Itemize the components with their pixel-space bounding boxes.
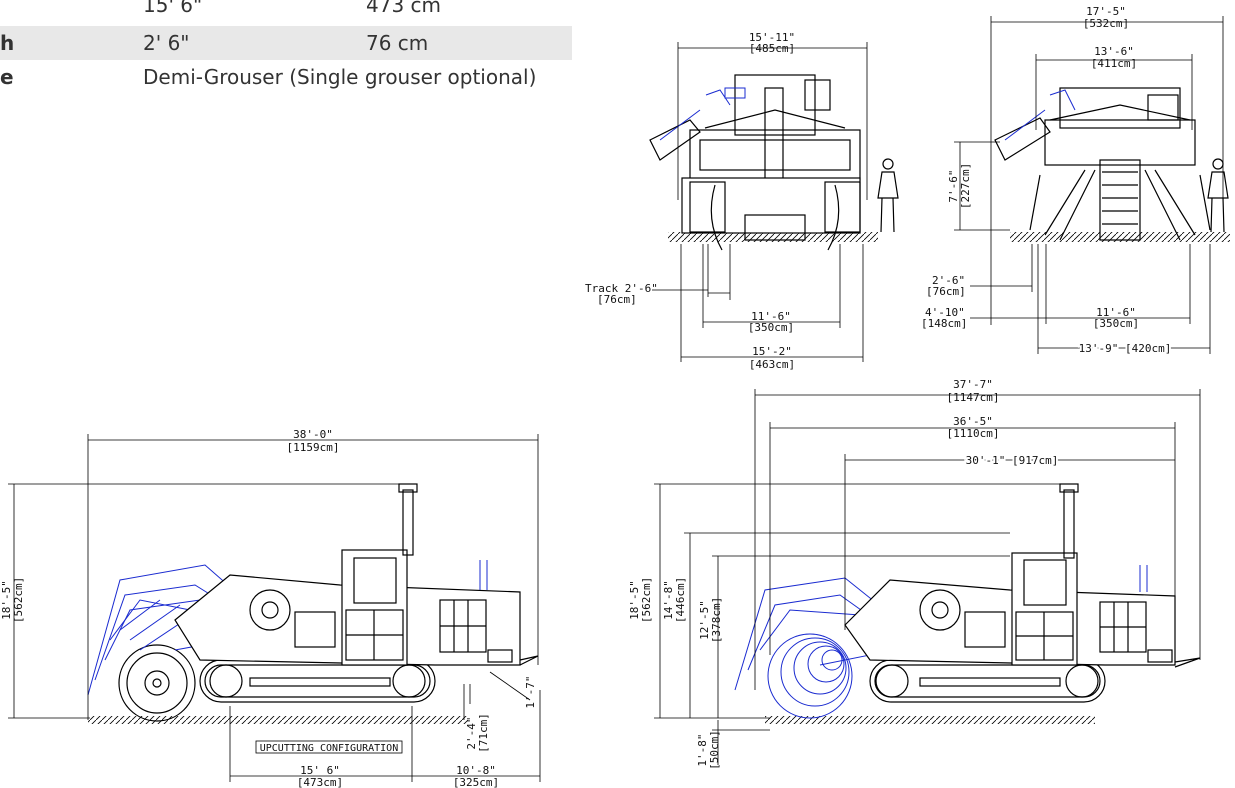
dim-length-metric: [1159cm] bbox=[287, 441, 340, 454]
ground-hatch bbox=[88, 716, 468, 724]
dim-height: 7'-6" bbox=[947, 169, 960, 202]
dim-height-metric: [227cm] bbox=[959, 163, 972, 209]
spec-row-track-length: 15' 6" 473 cm bbox=[0, 0, 572, 22]
config-label: UPCUTTING CONFIGURATION bbox=[260, 743, 398, 754]
dim-height-b-metric: [446cm] bbox=[674, 577, 687, 623]
spec-label: e bbox=[0, 65, 14, 89]
dim-clearance: 2'-4" bbox=[465, 716, 478, 749]
dim-offset: 4'-10" bbox=[925, 306, 965, 319]
dim-height-c: 12'-5" bbox=[698, 600, 711, 640]
machine-body bbox=[1044, 119, 1196, 166]
dim-height-a: 18'-5" bbox=[628, 580, 641, 620]
front-view-2: 17'-5" [532cm] 13'-6" [411cm] 7'-6" [227… bbox=[921, 5, 1230, 357]
track bbox=[199, 659, 436, 703]
dim-height-c-metric: [378cm] bbox=[710, 597, 723, 643]
dim-depth: 1'-8" bbox=[696, 733, 709, 766]
dim-length-b: 36'-5" bbox=[953, 415, 993, 428]
person-icon bbox=[1207, 158, 1229, 233]
dim-track: 2'-6" bbox=[932, 274, 965, 287]
track bbox=[869, 659, 1106, 703]
dim-upper-width: 13'-6" bbox=[1094, 45, 1134, 58]
dim-overall-width-metric: [532cm] bbox=[1083, 17, 1129, 30]
spec-row-track-type: e Demi-Grouser (Single grouser optional) bbox=[0, 60, 572, 94]
dim-track-length: 15' 6" bbox=[300, 764, 340, 777]
dim-track-metric: [76cm] bbox=[597, 293, 637, 306]
spec-imperial: 15' 6" bbox=[143, 0, 203, 17]
exhaust-stack bbox=[1063, 489, 1075, 559]
machine-body bbox=[844, 579, 1176, 666]
spec-label: h bbox=[0, 31, 15, 55]
dim-length: 38'-0" bbox=[293, 428, 333, 441]
dim-length-a: 37'-7" bbox=[953, 378, 993, 391]
ground-hatch bbox=[765, 716, 1095, 724]
side-view-1: UPCUTTING CONFIGURATION 38'-0" [1159cm] … bbox=[0, 428, 541, 788]
dim-length-b-metric: [1110cm] bbox=[947, 427, 1000, 440]
dim-height-b: 14'-8" bbox=[662, 580, 675, 620]
dim-rear: 10'-8" bbox=[456, 764, 496, 777]
dim-track: Track 2'-6" bbox=[585, 282, 658, 295]
dim-height-metric: [562cm] bbox=[12, 577, 25, 623]
dim-offset-metric: [148cm] bbox=[921, 317, 967, 330]
spec-imperial: 2' 6" bbox=[143, 31, 190, 55]
dim-length-c: 30'-1" [917cm] bbox=[966, 454, 1059, 467]
dim-length-a-metric: [1147cm] bbox=[947, 391, 1000, 404]
dim-track-length-metric: [473cm] bbox=[297, 776, 343, 788]
dim-rear-metric: [325cm] bbox=[453, 776, 499, 788]
dim-overall-width: 17'-5" bbox=[1086, 5, 1126, 18]
dim-inner-width-metric: [350cm] bbox=[1093, 317, 1139, 330]
dim-base-width: 13'-9" [420cm] bbox=[1079, 342, 1172, 355]
spec-imperial: Demi-Grouser (Single grouser optional) bbox=[143, 65, 537, 89]
side-view-2: 37'-7" [1147cm] 36'-5" [1110cm] 30'-1" [… bbox=[628, 378, 1201, 770]
config-label-box bbox=[255, 740, 403, 754]
dim-height: 18'-5" bbox=[0, 580, 13, 620]
front-view-1: 15'-11" [485cm] Track 2'-6" [76cm] 11'-6… bbox=[585, 31, 899, 371]
dim-height-a-metric: [562cm] bbox=[640, 577, 653, 623]
spec-metric: 76 cm bbox=[366, 31, 429, 55]
dim-depth-metric: [50cm] bbox=[708, 730, 721, 770]
spec-metric: 473 cm bbox=[366, 0, 442, 17]
ground-hatch bbox=[1010, 232, 1230, 242]
dim-top-width: 15'-11" bbox=[749, 31, 795, 44]
dim-track-metric: [76cm] bbox=[926, 285, 966, 298]
person-icon bbox=[877, 158, 899, 233]
dim-inner-width: 11'-6" bbox=[1096, 306, 1136, 319]
dim-base-width: 15'-2" bbox=[752, 345, 792, 358]
ground-hatch bbox=[668, 232, 878, 242]
dim-top-width-metric: [485cm] bbox=[749, 42, 795, 55]
machine-body bbox=[689, 129, 861, 181]
dim-clearance-metric: [71cm] bbox=[477, 713, 490, 753]
exhaust-stack bbox=[402, 489, 414, 556]
cutter-wheel bbox=[118, 644, 196, 722]
dim-base-width-metric: [463cm] bbox=[749, 358, 795, 371]
spec-row-track-width: h 2' 6" 76 cm bbox=[0, 26, 572, 60]
dim-upper-width-metric: [411cm] bbox=[1091, 57, 1137, 70]
dim-inner-width-metric: [350cm] bbox=[748, 321, 794, 334]
dim-angle: 1'-7" bbox=[524, 675, 537, 708]
dim-inner-width: 11'-6" bbox=[751, 310, 791, 323]
